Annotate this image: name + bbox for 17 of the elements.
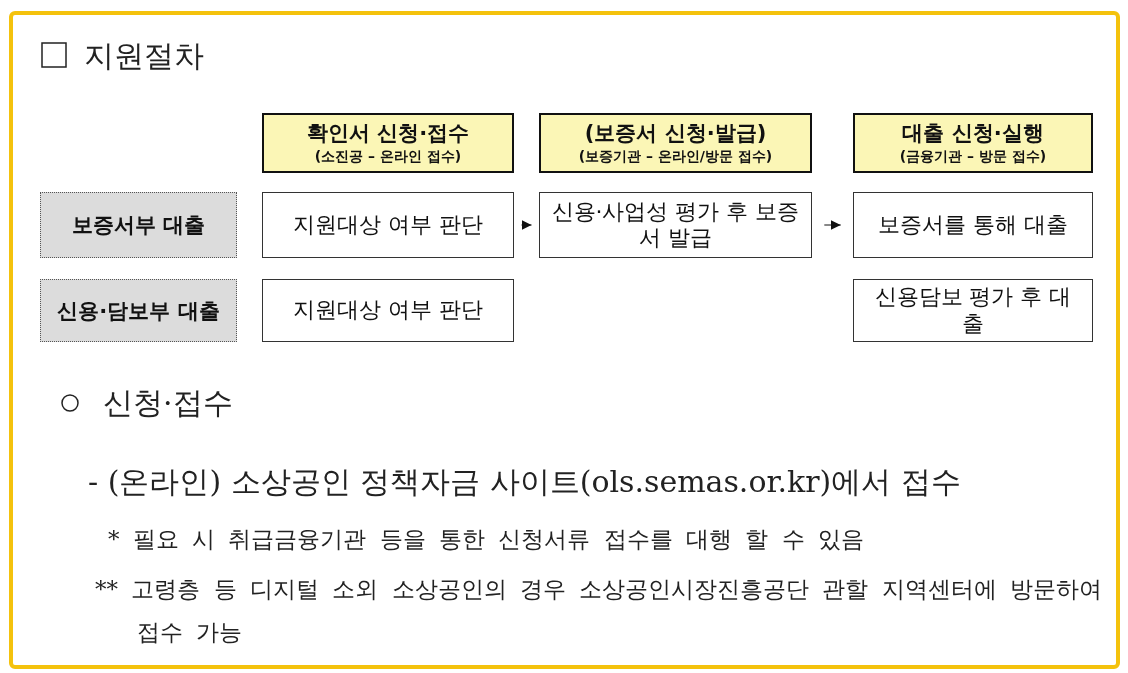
row-label-box: 신용·담보부 대출 [40,279,237,342]
title: 지원절차 [84,37,204,75]
stage-header-box: (보증서 신청·발급) (보증기관 – 온라인/방문 접수) [539,113,812,173]
section-heading: 신청·접수 [103,384,233,422]
body-text: - (온라인) 소상공인 정책자금 사이트(ols.semas.or.kr)에서 접수 [88,463,961,501]
process-box: 보증서를 통해 대출 [853,192,1093,258]
arrow [823,220,842,230]
footnote: * 필요 시 취급금융기관 등을 통한 신청서류 접수를 대행 할 수 있음 [108,525,864,554]
stage-header-box: 대출 신청·실행 (금융기관 – 방문 접수) [853,113,1093,173]
row-label-box: 보증서부 대출 [40,192,237,258]
process-box: 지원대상 여부 판단 [262,279,514,342]
stage-header-box: 확인서 신청·접수 (소진공 – 온라인 접수) [262,113,514,173]
arrow [521,220,532,230]
footnote: ** 고령층 등 디지털 소외 소상공인의 경우 소상공인시장진흥공단 관할 지역센터에 방문하여 접수 가능 [95,575,1104,647]
process-box: 신용담보 평가 후 대출 [853,279,1093,342]
process-box: 신용·사업성 평가 후 보증서 발급 [539,192,812,258]
process-box: 지원대상 여부 판단 [262,192,514,258]
